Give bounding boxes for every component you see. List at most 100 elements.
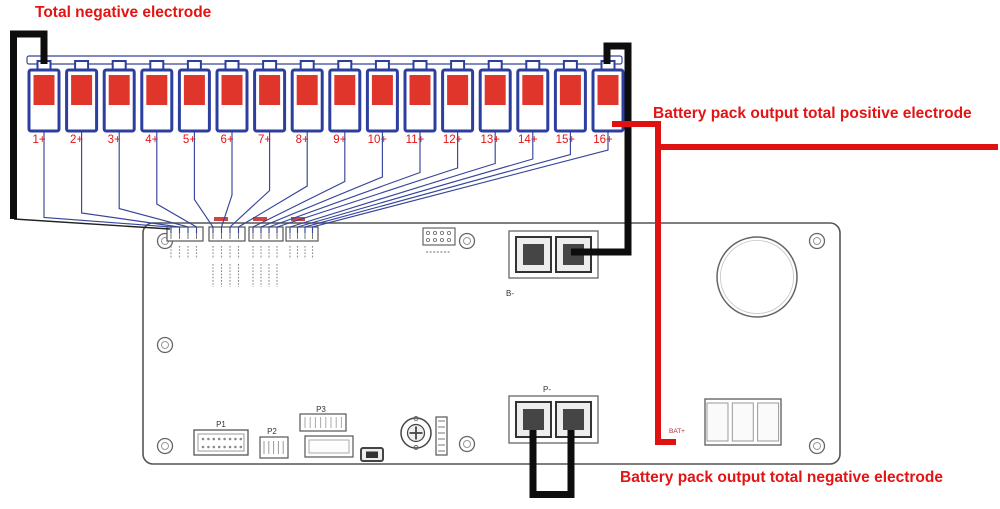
- battery-top-band: [371, 75, 393, 105]
- battery-bus-layer: [26, 55, 623, 65]
- b-minus-block-die: [523, 244, 544, 265]
- battery-top-band: [334, 75, 356, 105]
- comms-pin-hole: [425, 237, 431, 243]
- gang-cell: [706, 402, 729, 442]
- battery-cell: 10+: [365, 60, 399, 146]
- battery-top-band: [522, 75, 544, 105]
- battery-top-band: [108, 75, 130, 105]
- sense-wire: [229, 131, 271, 233]
- balance-connector: [285, 226, 319, 242]
- battery-label: 1+: [32, 134, 45, 146]
- battery-top-band: [33, 75, 55, 105]
- sense-wire: [252, 131, 346, 233]
- screw-hole-inner: [813, 237, 821, 245]
- battery-cell: 14+: [516, 60, 550, 146]
- battery-top-band: [559, 75, 581, 105]
- p1-pin: [228, 445, 232, 449]
- screw-hole-inner: [813, 442, 821, 450]
- battery-label: 12+: [443, 134, 463, 146]
- bms-board: [142, 222, 841, 465]
- sense-wire: [296, 131, 534, 233]
- p1-pin: [212, 437, 216, 441]
- battery-label: 7+: [258, 134, 271, 146]
- large-round-hole-inner: [720, 240, 794, 314]
- battery-cell: 12+: [441, 60, 475, 146]
- battery-cell: 16+: [591, 60, 625, 146]
- p1-pin: [234, 445, 237, 449]
- p1-pin: [223, 445, 226, 449]
- sense-wire: [81, 131, 181, 233]
- battery-top-band: [146, 75, 168, 105]
- battery-cell: 5+: [177, 60, 211, 146]
- p1-pin: [201, 437, 205, 441]
- p1-connector-inner: [197, 433, 245, 452]
- comms-pin-hole: [432, 230, 438, 236]
- rotary-screw: [413, 445, 419, 450]
- side-pin-connector: [435, 416, 448, 456]
- p1-pin: [207, 445, 210, 449]
- battery-cell: 7+: [253, 60, 287, 146]
- wire-output-negative: [529, 430, 575, 498]
- sense-wire: [304, 131, 571, 233]
- screw-hole-inner: [161, 442, 169, 450]
- sense-wire: [311, 131, 609, 233]
- p3-connector: [299, 413, 347, 432]
- wire-pack-b-minus: [571, 42, 632, 256]
- battery-top-band: [183, 75, 205, 105]
- b0-sense-wire: [13, 218, 171, 230]
- battery-top-band: [409, 75, 431, 105]
- silk-p-minus: P-: [543, 385, 551, 394]
- p1-pin: [228, 437, 232, 441]
- battery-cell: 6+: [215, 60, 249, 146]
- sense-wire: [289, 131, 496, 233]
- silk-bat-plus: BAT+: [669, 428, 685, 435]
- label-total-negative: Total negative electrode: [35, 4, 212, 21]
- battery-label: 15+: [556, 134, 576, 146]
- battery-top-band: [484, 75, 506, 105]
- battery-cell: 8+: [290, 60, 324, 146]
- comms-pin-hole: [439, 237, 445, 243]
- comms-pin-hole: [425, 230, 431, 236]
- silk-p1: P1: [216, 420, 226, 429]
- battery-label: 8+: [296, 134, 309, 146]
- label-output-positive: Battery pack output total positive elect…: [653, 105, 972, 122]
- gang-cell: [757, 402, 780, 442]
- sense-wire: [237, 131, 308, 233]
- p1-pin: [217, 445, 221, 449]
- battery-label: 5+: [183, 134, 196, 146]
- battery-top-band: [447, 75, 469, 105]
- battery-cell: 15+: [553, 60, 587, 146]
- screw-hole-inner: [463, 440, 471, 448]
- label-output-negative: Battery pack output total negative elect…: [620, 469, 943, 486]
- comms-pin-hole: [432, 237, 438, 243]
- balance-connector: [166, 226, 204, 242]
- battery-top-band: [221, 75, 243, 105]
- sense-wire: [276, 131, 459, 233]
- p-minus-block-die: [523, 409, 544, 430]
- comms-pin-hole: [446, 230, 452, 236]
- battery-cell: 4+: [140, 60, 174, 146]
- screw-hole-inner: [161, 341, 169, 349]
- rotary-screw: [413, 416, 419, 421]
- sense-wire: [220, 131, 233, 233]
- battery-cell: 13+: [478, 60, 512, 146]
- p1-pin: [207, 437, 210, 441]
- battery-label: 4+: [145, 134, 158, 146]
- sense-wire: [118, 131, 189, 233]
- wire-pack-positive: [612, 121, 676, 445]
- power-cables-layer: [10, 30, 998, 498]
- sense-wire: [260, 131, 383, 233]
- battery-cell: 3+: [102, 60, 136, 146]
- silk-p2: P2: [267, 427, 277, 436]
- battery-label: 14+: [518, 134, 538, 146]
- battery-cell: 9+: [328, 60, 362, 146]
- silkscreen-red-mark: [253, 217, 267, 221]
- display-port-slot: [366, 451, 378, 458]
- comms-pin-hole: [446, 237, 452, 243]
- battery-cell: 2+: [65, 60, 99, 146]
- board-layer: [142, 217, 841, 465]
- battery-top-band: [259, 75, 281, 105]
- battery-cell: 1+: [27, 60, 61, 146]
- battery-label: 3+: [108, 134, 121, 146]
